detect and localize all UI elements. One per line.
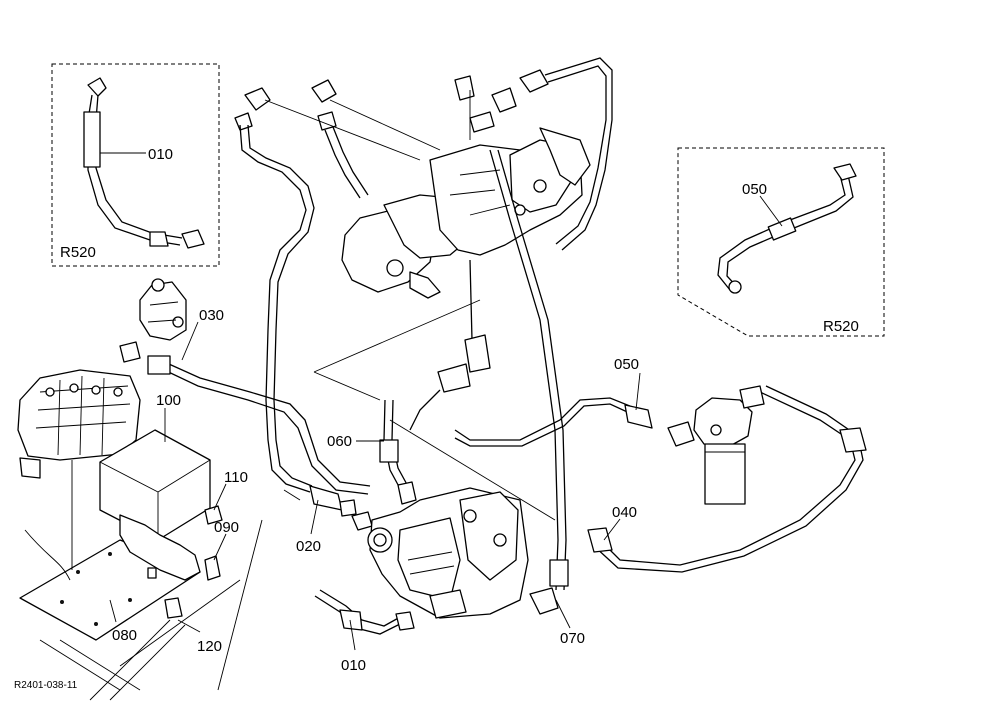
leader-lines xyxy=(109,321,641,651)
hose-030 xyxy=(159,359,371,487)
part-090-label: 090 xyxy=(214,519,239,536)
part-050-label: 050 xyxy=(614,356,639,373)
part-060-label: 060 xyxy=(327,433,352,450)
part-050-inset-label: 050 xyxy=(742,181,767,198)
r520-label-right: R520 xyxy=(823,318,859,335)
part-100-label: 100 xyxy=(156,392,181,409)
hose-070 xyxy=(489,149,559,591)
inset-hose-050 xyxy=(717,174,846,291)
drawing-id: R2401-038-11 xyxy=(14,680,78,691)
part-110-label: 110 xyxy=(224,469,248,486)
part-010-label: 010 xyxy=(341,657,366,674)
inset-r520-left: 010 R520 xyxy=(51,63,220,267)
hydraulic-filter xyxy=(693,385,765,505)
frame-lines xyxy=(39,519,263,701)
hose-top-loop xyxy=(544,57,613,251)
inset-frame-right xyxy=(677,147,885,337)
r520-label-left: R520 xyxy=(60,244,96,261)
hose-routing xyxy=(147,57,867,635)
part-020-label: 020 xyxy=(296,538,321,555)
manifold-block xyxy=(119,278,187,363)
hose-040 xyxy=(599,391,856,566)
lower-pump xyxy=(367,487,529,619)
control-valve xyxy=(17,369,141,479)
inset-r520-right: 050 R520 xyxy=(677,147,885,337)
part-030-label: 030 xyxy=(199,307,224,324)
inset-hose-010 xyxy=(87,94,181,246)
cover-and-plate xyxy=(19,429,223,641)
hose-020 xyxy=(239,124,311,493)
part-070-label: 070 xyxy=(560,630,585,647)
fittings-020 xyxy=(309,485,373,531)
pump-fittings xyxy=(234,69,549,133)
hose-050 xyxy=(454,397,641,441)
part-010-inset-label: 010 xyxy=(148,146,173,163)
part-040-label: 040 xyxy=(612,504,637,521)
hydraulic-pump-assembly xyxy=(341,127,591,299)
part-120-label: 120 xyxy=(197,638,222,655)
inset-frame-left xyxy=(51,63,220,267)
part-080-label: 080 xyxy=(112,627,137,644)
